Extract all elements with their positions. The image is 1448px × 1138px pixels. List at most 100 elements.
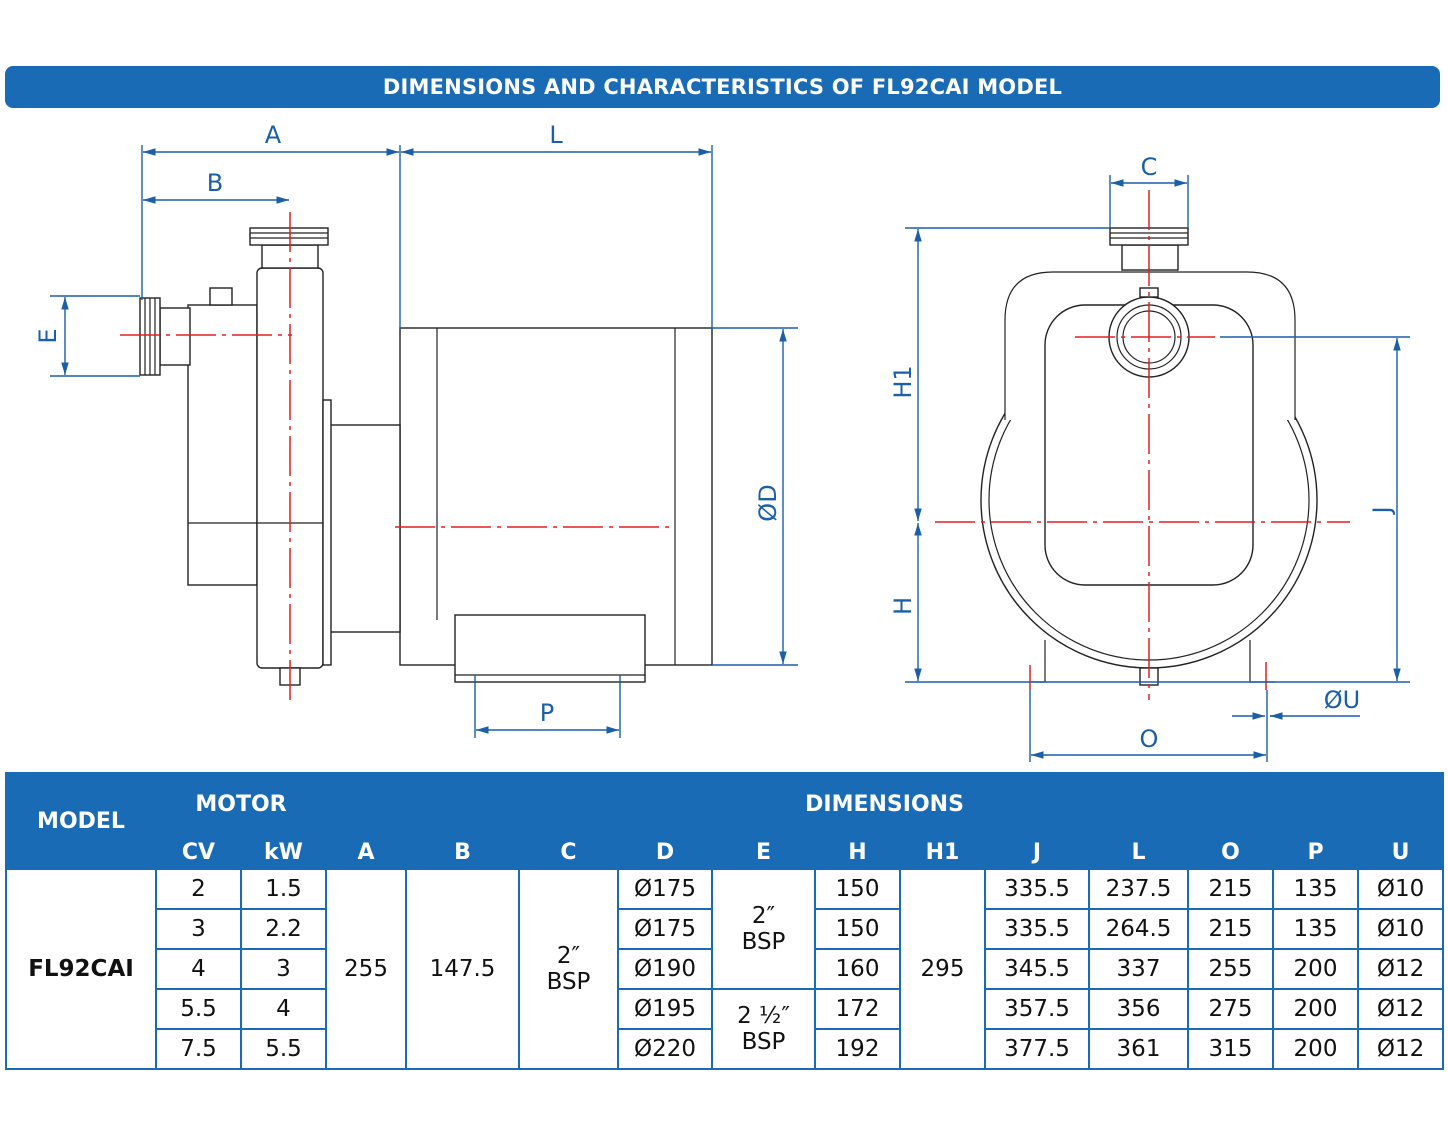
cell-c: 2″BSP [518,868,619,1070]
cell-p: 200 [1272,948,1359,990]
col-kw: kW [240,835,327,870]
section-title-banner: DIMENSIONS AND CHARACTERISTICS OF FL92CA… [5,66,1440,108]
cell-l: 356 [1088,988,1189,1030]
cell-l: 337 [1088,948,1189,990]
cell-j: 335.5 [984,868,1090,910]
cell-line: 2″ [556,943,581,969]
cell-j: 345.5 [984,948,1090,990]
technical-drawing: A L B E ØD P [34,121,1410,762]
col-d: D [617,835,713,870]
front-view: C H1 H J ØU O [889,153,1410,762]
cell-line: 2″ [751,903,776,929]
cell-line: BSP [741,929,786,955]
cell-line: 2 ½″ [737,1003,790,1029]
adapter [327,424,401,633]
side-view: A L B E ØD P [34,121,798,738]
cell-p: 200 [1272,988,1359,1030]
cell-kw: 3 [240,948,327,990]
cell-p: 200 [1272,1028,1359,1070]
cell-j: 357.5 [984,988,1090,1030]
cell-l: 361 [1088,1028,1189,1070]
header-motor: MOTOR [155,772,327,837]
motor-foot [454,614,646,683]
dim-label-u: ØU [1324,686,1360,714]
cell-line: BSP [546,969,591,995]
cell-h: 150 [814,908,901,950]
cell-o: 255 [1187,948,1274,990]
cell-e: 2 ½″BSP [711,988,816,1070]
cell-h1: 295 [899,868,986,1070]
cell-kw: 1.5 [240,868,327,910]
dim-label-o: O [1140,725,1159,753]
cell-u: Ø12 [1356,1028,1445,1070]
cell-cv: 2 [155,868,242,910]
cell-h: 192 [814,1028,901,1070]
cell-line: BSP [741,1029,786,1055]
col-e: E [711,835,816,870]
cell-d: Ø190 [617,948,713,990]
dim-label-a: A [265,121,282,149]
cell-o: 215 [1187,908,1274,950]
cell-kw: 2.2 [240,908,327,950]
cell-h: 172 [814,988,901,1030]
col-cv: CV [155,835,242,870]
cell-kw: 5.5 [240,1028,327,1070]
dim-label-d: ØD [754,484,782,521]
inlet-pipe [159,307,191,366]
dim-label-h: H [889,597,917,615]
cell-o: 275 [1187,988,1274,1030]
col-c: C [518,835,619,870]
cell-p: 135 [1272,868,1359,910]
cell-u: Ø12 [1356,948,1445,990]
cell-d: Ø195 [617,988,713,1030]
dim-label-c: C [1141,153,1158,181]
dim-label-j: J [1368,506,1396,515]
cell-a: 255 [325,868,407,1070]
col-j: J [984,835,1090,870]
cell-j: 335.5 [984,908,1090,950]
outlet-flange [249,227,329,246]
cell-l: 264.5 [1088,908,1189,950]
col-o: O [1187,835,1274,870]
cell-cv: 7.5 [155,1028,242,1070]
col-u: U [1356,835,1445,870]
cell-p: 135 [1272,908,1359,950]
dimensions-table: MODEL MOTOR DIMENSIONS CV kW A B C D E H… [5,772,1445,1070]
col-b: B [405,835,520,870]
cell-cv: 5.5 [155,988,242,1030]
cell-h: 160 [814,948,901,990]
col-h1: H1 [899,835,986,870]
cell-d: Ø175 [617,908,713,950]
dim-label-e: E [34,328,62,343]
cell-l: 237.5 [1088,868,1189,910]
col-l: L [1088,835,1189,870]
motor-body [399,327,713,666]
dim-label-p: P [540,699,554,727]
volute [187,304,258,586]
cell-cv: 4 [155,948,242,990]
col-h: H [814,835,901,870]
model-cell: FL92CAI [5,868,157,1070]
cell-d: Ø220 [617,1028,713,1070]
dim-label-b: B [207,169,223,197]
cell-d: Ø175 [617,868,713,910]
header-model: MODEL [5,772,157,870]
cell-j: 377.5 [984,1028,1090,1070]
cell-cv: 3 [155,908,242,950]
col-p: P [1272,835,1359,870]
dim-label-h1: H1 [889,365,917,398]
cell-e: 2″BSP [711,868,816,990]
cell-o: 315 [1187,1028,1274,1070]
header-dimensions: DIMENSIONS [324,772,1445,837]
cell-u: Ø10 [1356,868,1445,910]
cell-u: Ø12 [1356,988,1445,1030]
dim-label-l: L [549,121,563,149]
cell-u: Ø10 [1356,908,1445,950]
cell-b: 147.5 [405,868,520,1070]
cell-h: 150 [814,868,901,910]
